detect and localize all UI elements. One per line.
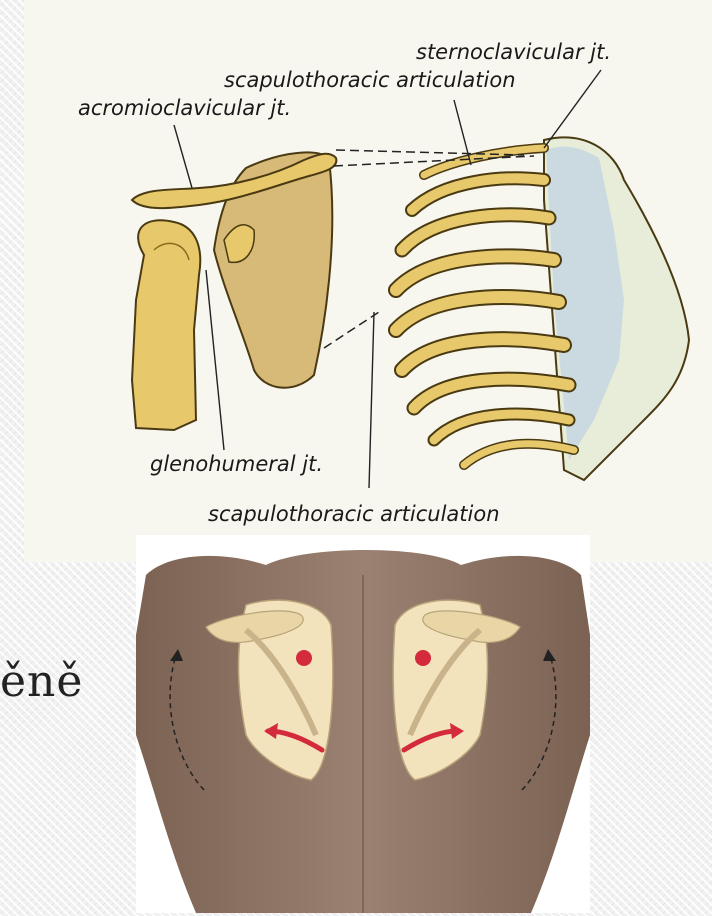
label-scapulothoracic-articulation-bottom: scapulothoracic articulation bbox=[208, 502, 500, 526]
ribcage bbox=[396, 137, 689, 480]
back-drawing bbox=[136, 535, 590, 913]
label-scapulothoracic-articulation-top: scapulothoracic articulation bbox=[224, 68, 516, 92]
label-glenohumeral-joint: glenohumeral jt. bbox=[150, 452, 323, 476]
label-acromioclavicular-joint: acromioclavicular jt. bbox=[78, 96, 291, 120]
slide-partial-text: ěně bbox=[0, 656, 83, 707]
back-scapular-rotation-illustration bbox=[136, 535, 590, 913]
label-sternoclavicular-joint: sternoclavicular jt. bbox=[416, 40, 611, 64]
left-rotation-center bbox=[296, 650, 312, 666]
humerus bbox=[132, 220, 200, 430]
shoulder-girdle-illustration: sternoclavicular jt. scapulothoracic art… bbox=[24, 0, 712, 562]
right-rotation-center bbox=[415, 650, 431, 666]
